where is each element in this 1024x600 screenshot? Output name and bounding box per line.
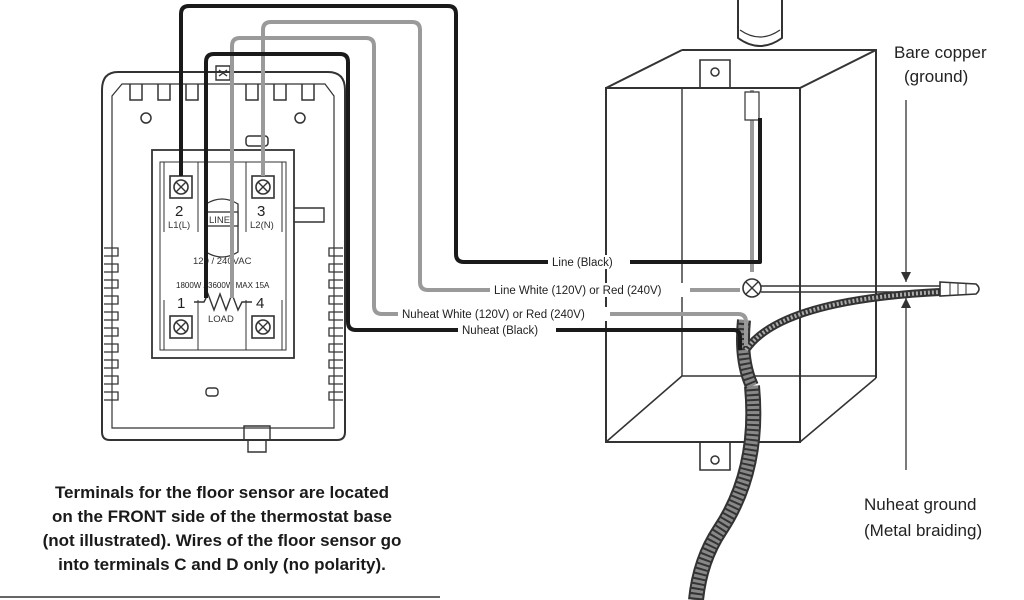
- thermostat-top-tabs: [129, 84, 315, 101]
- nuheat-ground-subtitle: (Metal braiding): [864, 521, 982, 540]
- thermostat-base: [101, 65, 346, 453]
- bottom-tab: [243, 425, 271, 453]
- note-line-3: (not illustrated). Wires of the floor se…: [43, 531, 402, 550]
- wire-nuheat-white: [230, 36, 748, 346]
- mounting-hole-right: [294, 112, 306, 124]
- wire-line-black: [179, 4, 762, 264]
- supply-cable: [737, 0, 783, 47]
- terminal-3-number: 3: [257, 203, 265, 220]
- ground-conductor-sleeve: [744, 91, 760, 121]
- bottom-hole: [205, 387, 219, 397]
- voltage-label: 120 / 240VAC: [193, 256, 252, 267]
- wire-labels: Line (Black) Line White (120V) or Red (2…: [398, 255, 690, 337]
- bare-copper-title: Bare copper: [894, 43, 987, 62]
- nuheat-ground-title: Nuheat ground: [864, 495, 976, 514]
- terminal-separators: [163, 162, 283, 350]
- terminal-block-plate: [151, 149, 295, 359]
- terminal-2-label: L1(L): [168, 220, 190, 231]
- note-line-4: into terminals C and D only (no polarity…: [58, 555, 386, 574]
- wire-nuheat-black: [204, 52, 742, 350]
- right-vents: [328, 247, 343, 401]
- callout-bare-copper: Bare copper (ground): [894, 43, 987, 282]
- top-mounting-ear: [699, 59, 731, 88]
- left-vents: [104, 247, 119, 401]
- label-nuheat-black: Nuheat (Black): [462, 325, 538, 337]
- line-label: LINE: [209, 215, 230, 226]
- callout-nuheat-ground: Nuheat ground (Metal braiding): [864, 298, 982, 540]
- junction-box-bottom-depth: [605, 375, 877, 443]
- label-nuheat-white: Nuheat White (120V) or Red (240V): [402, 309, 585, 321]
- terminal-screw-3: [251, 175, 275, 199]
- terminal-block-inner: [159, 161, 287, 351]
- floor-sensor-note: Terminals for the floor sensor are locat…: [43, 483, 402, 574]
- junction-box-front: [605, 87, 801, 443]
- bare-copper-subtitle: (ground): [904, 67, 968, 86]
- wire-nut: [939, 281, 980, 297]
- nuheat-braided-cable: [688, 288, 941, 600]
- wires: [179, 4, 762, 350]
- rating-label: 1800W / 3600W MAX 15A: [176, 281, 270, 290]
- top-slot: [245, 135, 269, 147]
- terminal-labels: 2 L1(L) 3 L2(N) LINE 120 / 240VAC 1800W …: [168, 203, 274, 325]
- ground-screw: [742, 278, 762, 298]
- label-line-white: Line White (120V) or Red (240V): [494, 285, 662, 297]
- terminal-2-number: 2: [175, 203, 183, 220]
- bottom-ear-hole: [710, 455, 720, 465]
- top-ear-hole: [710, 67, 720, 77]
- terminal-screw-1: [169, 315, 193, 339]
- label-line-black: Line (Black): [552, 257, 613, 269]
- terminal-4-number: 4: [256, 295, 264, 312]
- bare-copper-lead: [761, 281, 980, 297]
- thermostat-inner-rim: [111, 83, 335, 429]
- terminal-screws: [169, 175, 275, 339]
- terminal-3-label: L2(N): [250, 220, 274, 231]
- mounting-hole-left: [140, 112, 152, 124]
- wire-line-white: [261, 20, 740, 292]
- load-resistor-symbol: [194, 292, 252, 312]
- note-line-2: on the FRONT side of the thermostat base: [52, 507, 392, 526]
- note-line-1: Terminals for the floor sensor are locat…: [55, 483, 389, 502]
- load-label: LOAD: [208, 314, 234, 325]
- junction-box-top: [605, 49, 877, 89]
- terminal-1-number: 1: [177, 295, 185, 312]
- side-stub: [294, 207, 325, 223]
- terminal-screw-2: [169, 175, 193, 199]
- bottom-mounting-ear: [699, 442, 731, 471]
- thermostat-body-outline: [101, 71, 346, 441]
- terminal-screw-4: [251, 315, 275, 339]
